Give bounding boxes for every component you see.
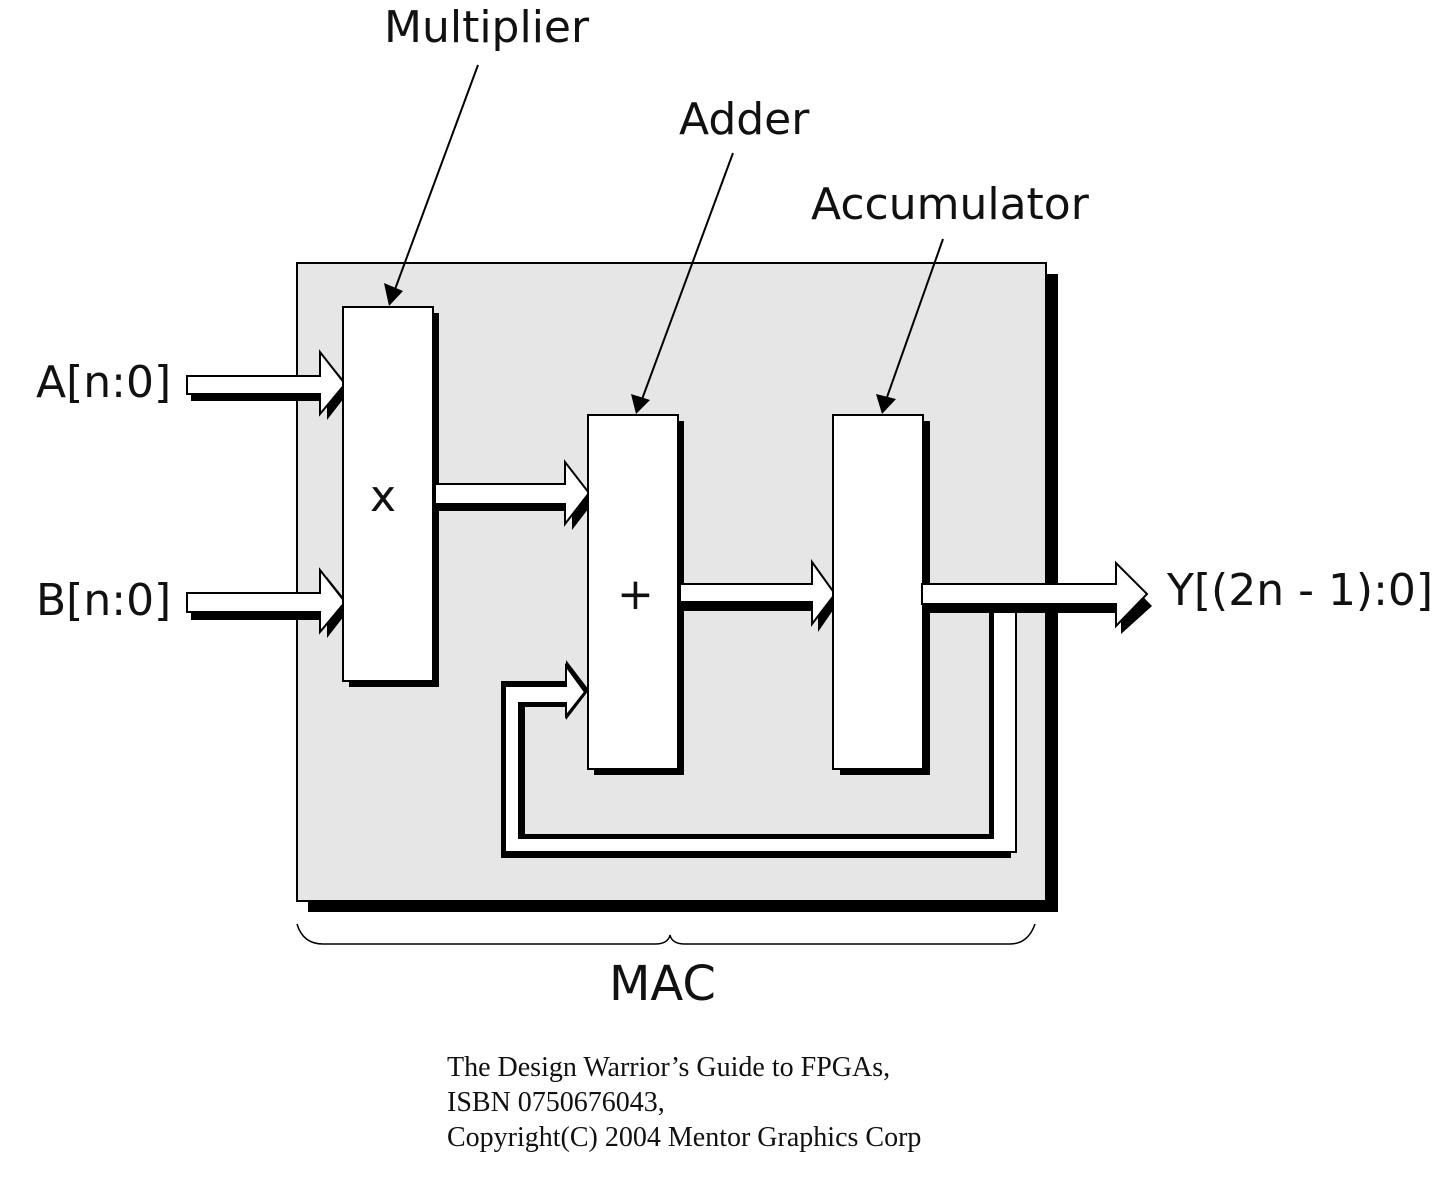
multiplier-to-adder-arrow: [434, 459, 595, 530]
mac-label: MAC: [609, 956, 716, 1012]
adder-leader: [631, 152, 734, 414]
figure-caption: The Design Warrior’s Guide to FPGAs, ISB…: [447, 1050, 921, 1155]
input-b-arrow: [186, 567, 351, 638]
adder-block: [587, 414, 679, 770]
mac-brace: [296, 923, 1036, 945]
accumulator-block: [832, 414, 924, 770]
output-y-arrow: [921, 560, 1152, 634]
adder-to-accumulator-arrow: [679, 558, 840, 632]
input-b-label: B[n:0]: [36, 575, 171, 626]
multiplier-block: [342, 306, 434, 682]
input-a-arrow: [186, 349, 351, 420]
adder-symbol: +: [617, 569, 654, 620]
input-a-label: A[n:0]: [36, 357, 171, 408]
multiplier-symbol: x: [370, 471, 396, 522]
feedback-loop: [501, 598, 1017, 858]
multiplier-label: Multiplier: [384, 2, 590, 53]
multiplier-leader: [384, 64, 479, 306]
caption-line-1: The Design Warrior’s Guide to FPGAs,: [447, 1052, 891, 1083]
adder-label: Adder: [679, 94, 810, 145]
accumulator-leader: [876, 238, 944, 414]
caption-line-2: ISBN 0750676043,: [447, 1087, 665, 1118]
caption-line-3: Copyright(C) 2004 Mentor Graphics Corp: [447, 1122, 922, 1153]
accumulator-label: Accumulator: [811, 179, 1090, 230]
output-y-label: Y[(2n - 1):0]: [1166, 565, 1433, 616]
